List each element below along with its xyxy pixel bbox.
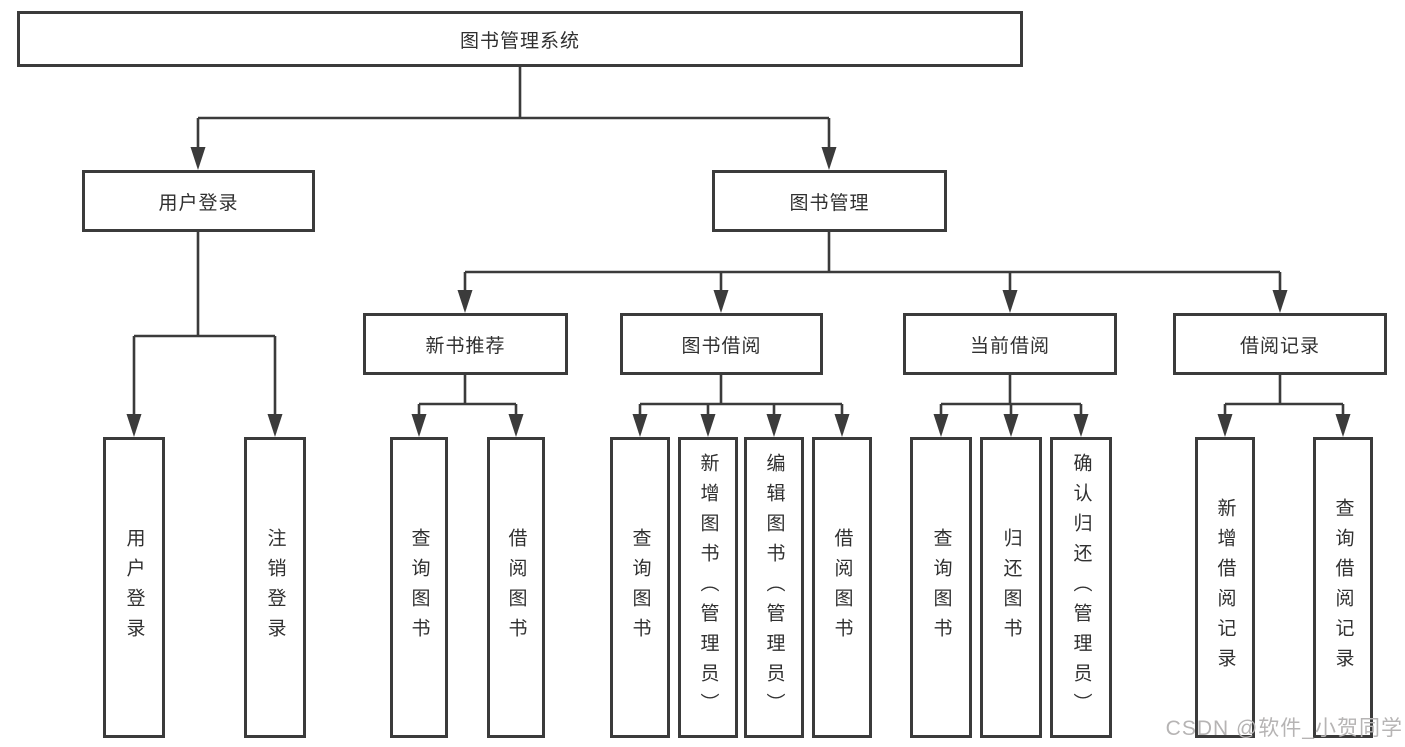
arrow-down-icon [632, 414, 648, 437]
arrow-down-icon [1003, 414, 1019, 437]
node-label: 图书管理 [789, 192, 870, 214]
arrow-down-icon [766, 414, 782, 437]
node-borrowing-records: 借阅记录 [1173, 313, 1387, 375]
node-library-management-system: 图书管理系统 [17, 11, 1023, 67]
node-label: 用户登录 [158, 192, 239, 214]
connector-borrowrecords-to-leaves [1223, 375, 1345, 433]
node-book-borrowing: 图书借阅 [620, 313, 823, 375]
leaf-query-books-1: 查询图书 [390, 437, 448, 738]
node-current-borrowing: 当前借阅 [903, 313, 1117, 375]
leaf-add-borrow-record: 新增借阅记录 [1195, 437, 1255, 738]
leaf-user-login: 用户登录 [103, 437, 165, 738]
node-label: 图书借阅 [681, 335, 762, 357]
arrow-down-icon [933, 414, 949, 437]
csdn-watermark: CSDN @软件_小贺同学 [1165, 717, 1403, 740]
leaf-confirm-return-admin: 确认归还（管理员） [1050, 437, 1112, 738]
node-label: 编辑图书（管理员） [763, 452, 785, 723]
leaf-query-books-3: 查询图书 [910, 437, 972, 738]
arrow-down-icon [457, 290, 473, 313]
arrow-down-icon [411, 414, 427, 437]
connector-userlogin-to-leaves [132, 232, 277, 433]
leaf-add-book-admin: 新增图书（管理员） [678, 437, 738, 738]
node-label: 查询图书 [930, 527, 952, 648]
node-label: 新书推荐 [425, 335, 506, 357]
node-label: 查询借阅记录 [1332, 497, 1354, 678]
connector-newbookrec-to-leaves [417, 375, 518, 433]
arrow-down-icon [190, 147, 206, 170]
arrow-down-icon [267, 414, 283, 437]
leaf-borrow-books-2: 借阅图书 [812, 437, 872, 738]
node-label: 查询图书 [629, 527, 651, 648]
arrow-down-icon [834, 414, 850, 437]
leaf-borrow-books-1: 借阅图书 [487, 437, 545, 738]
arrow-down-icon [1272, 290, 1288, 313]
node-label: 新增图书（管理员） [697, 452, 719, 723]
arrow-down-icon [713, 290, 729, 313]
node-label: 借阅图书 [831, 527, 853, 648]
connector-root-to-level2 [196, 67, 831, 165]
arrow-down-icon [508, 414, 524, 437]
leaf-edit-book-admin: 编辑图书（管理员） [744, 437, 804, 738]
arrowheads [126, 147, 1351, 437]
connector-bookborrow-to-leaves [638, 375, 844, 433]
node-label: 用户登录 [123, 527, 145, 648]
leaf-return-book: 归还图书 [980, 437, 1042, 738]
node-user-login: 用户登录 [82, 170, 315, 232]
node-label: 查询图书 [408, 527, 430, 648]
node-label: 新增借阅记录 [1214, 497, 1236, 678]
node-new-book-recommendation: 新书推荐 [363, 313, 568, 375]
arrow-down-icon [1217, 414, 1233, 437]
arrow-down-icon [821, 147, 837, 170]
arrow-down-icon [1073, 414, 1089, 437]
node-label: 归还图书 [1000, 527, 1022, 648]
leaf-query-borrow-record: 查询借阅记录 [1313, 437, 1373, 738]
arrow-down-icon [126, 414, 142, 437]
arrow-down-icon [1335, 414, 1351, 437]
leaf-logout: 注销登录 [244, 437, 306, 738]
node-label: 注销登录 [264, 527, 286, 648]
arrow-down-icon [1002, 290, 1018, 313]
node-label: 图书管理系统 [459, 30, 580, 52]
node-label: 确认归还（管理员） [1070, 452, 1092, 723]
leaf-query-books-2: 查询图书 [610, 437, 670, 738]
node-label: 借阅图书 [505, 527, 527, 648]
node-label: 当前借阅 [969, 335, 1050, 357]
node-book-management: 图书管理 [712, 170, 947, 232]
connector-bookmgmt-to-level3 [463, 232, 1282, 309]
arrow-down-icon [700, 414, 716, 437]
node-label: 借阅记录 [1239, 335, 1320, 357]
